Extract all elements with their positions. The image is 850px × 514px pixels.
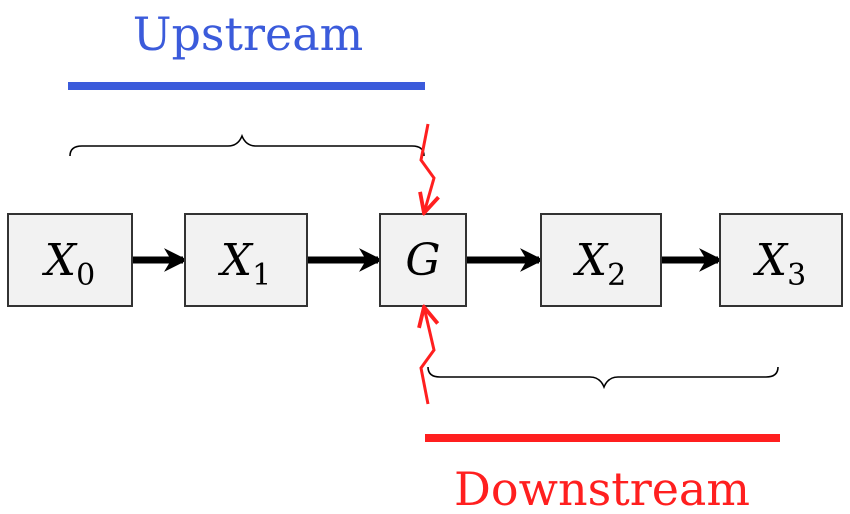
node-label: G <box>405 235 440 286</box>
downstream-label: Downstream <box>454 462 750 514</box>
downstream-brace <box>427 366 779 390</box>
node-x0: X0 <box>7 213 133 307</box>
intervention-arrow-top <box>421 123 434 213</box>
node-subscript: 1 <box>252 258 271 293</box>
upstream-label: Upstream <box>133 7 364 61</box>
node-label: X0 <box>42 235 95 293</box>
node-label: X3 <box>753 235 806 293</box>
node-variable: X <box>218 235 254 286</box>
node-label: X1 <box>218 235 271 293</box>
node-box <box>719 213 843 307</box>
node-label: X2 <box>573 235 626 293</box>
node-variable: X <box>573 235 609 286</box>
node-subscript: 3 <box>787 258 806 293</box>
upstream-brace <box>69 133 425 157</box>
node-box <box>540 213 662 307</box>
node-g: G <box>379 213 467 307</box>
node-subscript: 2 <box>607 258 626 293</box>
node-variable: X <box>42 235 78 286</box>
node-x3: X3 <box>719 213 843 307</box>
node-variable: X <box>753 235 789 286</box>
intervention-arrow-bottom <box>421 307 434 405</box>
node-subscript: 0 <box>76 258 95 293</box>
node-x2: X2 <box>540 213 662 307</box>
node-box <box>7 213 133 307</box>
node-box <box>379 213 467 307</box>
node-box <box>184 213 308 307</box>
node-variable: G <box>405 235 440 286</box>
node-x1: X1 <box>184 213 308 307</box>
